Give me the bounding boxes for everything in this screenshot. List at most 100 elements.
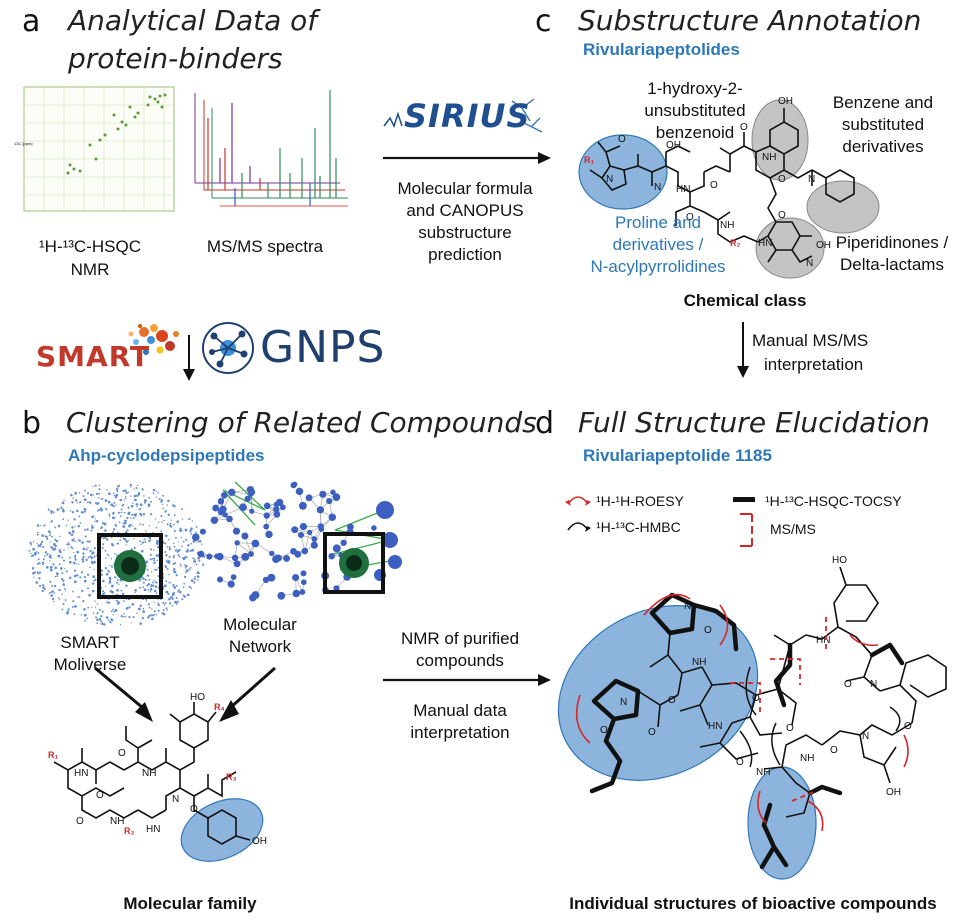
panel-b-letter: b <box>22 406 42 441</box>
network-node <box>332 493 341 501</box>
panel-d-letter: d <box>535 406 555 441</box>
moliverse-point <box>136 506 138 508</box>
moliverse-point <box>157 603 160 607</box>
network-node <box>371 525 377 531</box>
moliverse-point <box>62 579 65 582</box>
moliverse-point <box>96 618 99 621</box>
moliverse-point <box>92 485 94 488</box>
network-node <box>301 547 309 555</box>
moliverse-point <box>81 541 84 544</box>
moliverse-point <box>67 547 70 549</box>
hsqc-label-line1: ¹H-¹³C-HSQC <box>39 237 141 256</box>
moliverse-point <box>190 566 192 569</box>
moliverse-point <box>162 507 164 510</box>
moliverse-point <box>155 526 158 529</box>
moliverse-point <box>57 554 60 557</box>
moliverse-point <box>84 619 86 622</box>
hmbc-legend-icon <box>567 522 591 532</box>
svg-text:O: O <box>830 745 838 756</box>
moliverse-point <box>81 557 84 561</box>
moliverse-point <box>140 543 142 545</box>
moliverse-point <box>117 579 119 581</box>
moliverse-point <box>155 490 158 492</box>
moliverse-point <box>74 540 76 542</box>
network-node <box>212 504 220 512</box>
network-node <box>246 485 255 494</box>
moliverse-point <box>60 577 64 581</box>
moliverse-point <box>74 605 77 608</box>
moliverse-point <box>168 538 170 541</box>
moliverse-point <box>110 565 114 568</box>
network-node <box>292 589 301 598</box>
svg-text:N: N <box>606 174 613 185</box>
moliverse-point <box>70 533 74 537</box>
moliverse-point <box>119 498 122 502</box>
panel-a-title-line2: protein-binders <box>68 42 283 75</box>
moliverse-point <box>54 566 58 570</box>
moliverse-point <box>39 543 43 546</box>
moliverse-point <box>113 517 115 519</box>
moliverse-point <box>29 541 32 544</box>
moliverse-point <box>122 537 125 540</box>
moliverse-point <box>162 601 165 604</box>
moliverse-point <box>52 600 55 603</box>
moliverse-point <box>94 606 97 608</box>
moliverse-point <box>101 590 105 593</box>
svg-text:N: N <box>870 679 877 690</box>
sirius-text-line3: substructure <box>418 223 512 242</box>
moliverse-point <box>87 546 89 549</box>
moliverse-point <box>152 488 156 492</box>
moliverse-point <box>149 500 152 503</box>
network-node <box>280 504 286 511</box>
moliverse-point <box>76 550 80 554</box>
moliverse-point <box>54 547 57 551</box>
moliverse-point <box>169 525 173 528</box>
moliverse-point <box>147 589 150 591</box>
moliverse-point <box>115 577 117 579</box>
moliverse-point <box>112 531 115 534</box>
moliverse-point <box>150 513 153 516</box>
moliverse-point <box>191 520 194 522</box>
moliverse-point <box>136 612 138 615</box>
moliverse-point <box>132 615 135 619</box>
moliverse-point <box>87 556 90 559</box>
moliverse-point <box>144 540 147 543</box>
moliverse-point <box>73 613 76 616</box>
moliverse-point <box>150 571 153 573</box>
moliverse-point <box>153 601 155 603</box>
sirius-logo-text: SIRIUS <box>404 97 531 135</box>
moliverse-point <box>149 591 151 593</box>
moliverse-point <box>172 568 176 571</box>
moliverse-point <box>174 549 177 552</box>
moliverse-point <box>108 582 110 584</box>
network-node <box>222 512 228 518</box>
svg-text:NH: NH <box>800 753 814 764</box>
moliverse-point <box>146 600 148 602</box>
moliverse-point <box>143 495 145 497</box>
moliverse-point <box>143 538 146 541</box>
moliverse-point <box>94 518 97 520</box>
moliverse-point <box>57 524 61 528</box>
moliverse-point <box>141 488 144 491</box>
network-node <box>300 570 307 577</box>
arrow-a-to-c <box>383 152 551 164</box>
moliverse-point <box>144 598 147 601</box>
moliverse-point <box>130 495 132 497</box>
moliverse-point <box>89 566 91 569</box>
svg-text:R₃: R₃ <box>226 772 237 782</box>
svg-text:HO: HO <box>832 555 847 566</box>
moliverse-point <box>174 536 177 539</box>
moliverse-point <box>142 513 145 515</box>
moliverse-point <box>167 513 171 517</box>
moliverse-point <box>79 576 82 579</box>
moliverse-point <box>67 608 70 611</box>
moliverse-point <box>78 492 81 494</box>
moliverse-point <box>92 494 95 496</box>
moliverse-point <box>94 578 97 581</box>
network-node <box>292 573 300 582</box>
moliverse-point <box>84 489 87 492</box>
network-node <box>299 589 306 595</box>
moliverse-point <box>71 510 75 514</box>
moliverse-point <box>44 535 48 538</box>
moliverse-point <box>36 550 38 553</box>
